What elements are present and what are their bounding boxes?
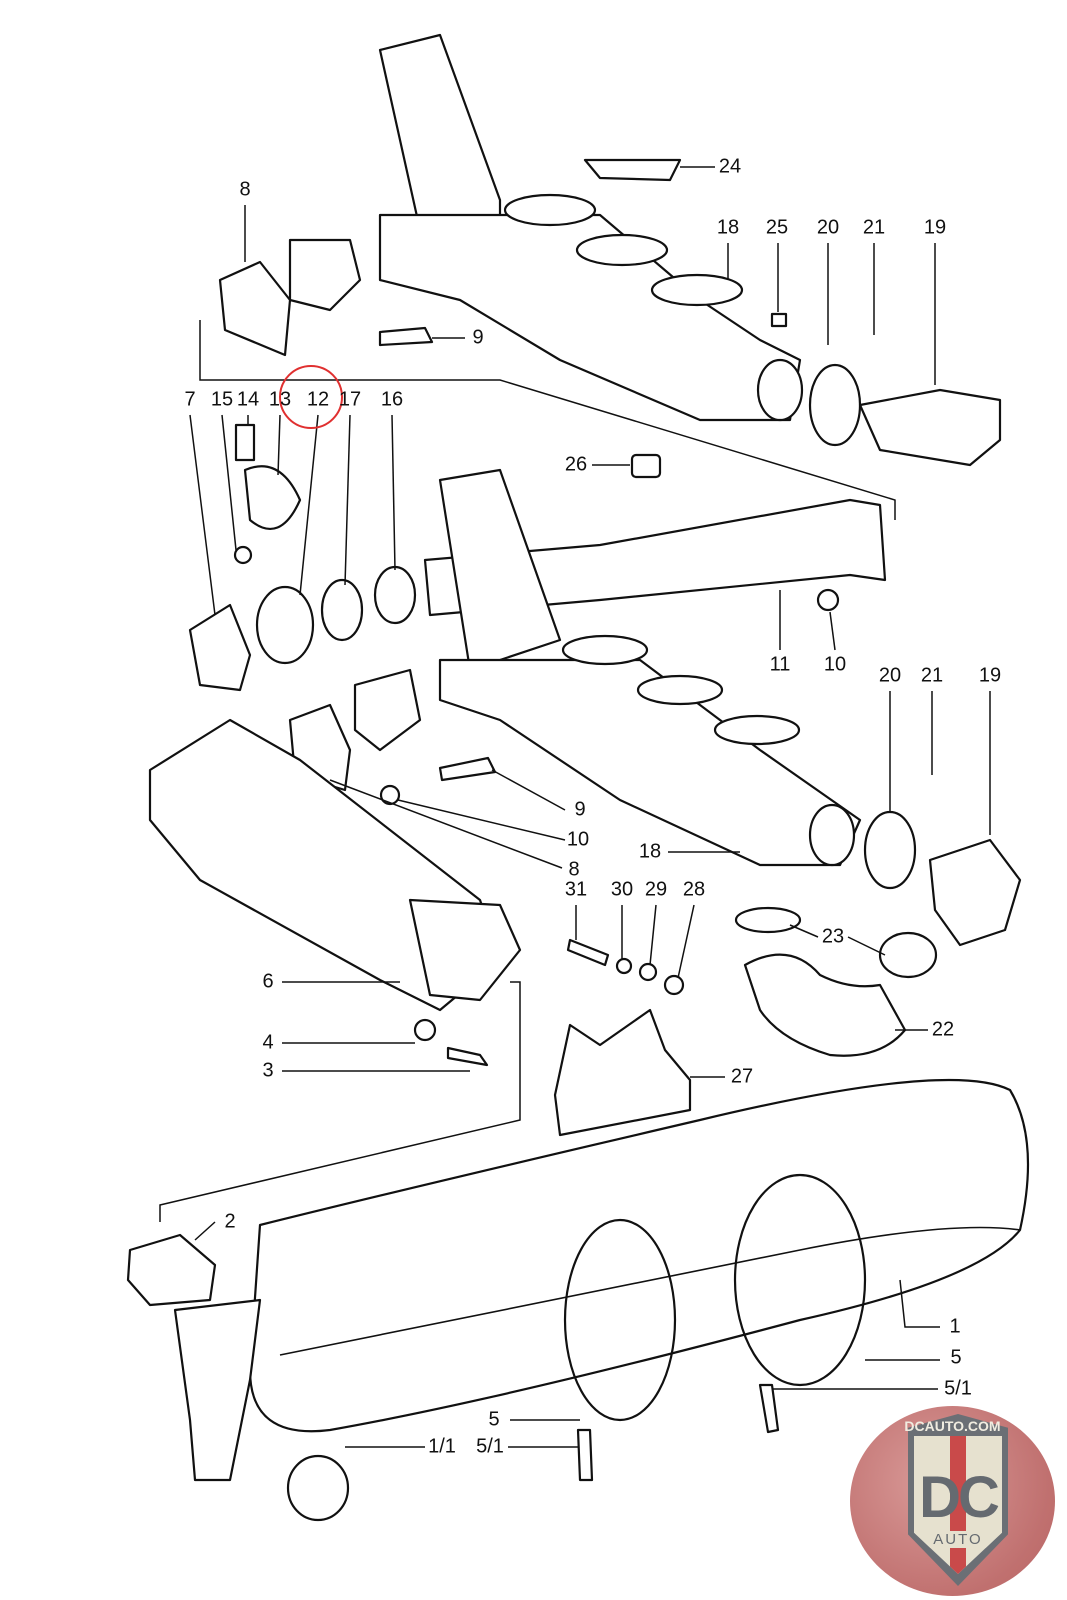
bracket-27 <box>553 1008 692 1137</box>
nut-15 <box>233 545 253 565</box>
gasket-2 <box>126 1233 217 1307</box>
gasket-7 <box>188 603 252 692</box>
seal-17 <box>320 578 364 642</box>
callout-28: 28 <box>683 878 705 900</box>
callout-5-1: 5/1 <box>944 1377 972 1399</box>
callout-16: 16 <box>381 388 403 410</box>
callout-31: 31 <box>565 878 587 900</box>
hose-clamp-23-top <box>734 906 802 934</box>
callout-7: 7 <box>184 388 195 410</box>
sleeve-1-1 <box>286 1454 350 1522</box>
callout-9: 9 <box>472 326 483 348</box>
bolt-14 <box>234 423 256 462</box>
nut-28 <box>663 974 685 996</box>
flange-6 <box>408 898 522 1002</box>
callout-5: 5 <box>950 1346 961 1368</box>
callout-20: 20 <box>879 664 901 686</box>
callout-5-1: 5/1 <box>476 1435 504 1457</box>
nut-10-mid <box>816 588 840 612</box>
spacer-26 <box>630 453 662 479</box>
muffler-1 <box>248 1078 1030 1433</box>
callout-6: 6 <box>262 970 273 992</box>
callout-18: 18 <box>639 840 661 862</box>
callout-22: 22 <box>932 1018 954 1040</box>
logo-url: DCAUTO.COM <box>904 1418 1001 1434</box>
logo-shield: DC AUTO <box>908 1414 1008 1586</box>
callout-25: 25 <box>766 216 788 238</box>
ring-16 <box>373 565 417 625</box>
callout-18: 18 <box>717 216 739 238</box>
washer-29 <box>638 962 658 982</box>
callout-30: 30 <box>611 878 633 900</box>
dcauto-watermark-logo: DC AUTO DCAUTO.COM <box>850 1406 1055 1596</box>
callout-1-1: 1/1 <box>428 1435 456 1457</box>
callout-9: 9 <box>574 798 585 820</box>
callout-21: 21 <box>921 664 943 686</box>
callout-5: 5 <box>488 1408 499 1430</box>
callout-19: 19 <box>924 216 946 238</box>
highlight-circle-12 <box>279 365 343 429</box>
callout-10: 10 <box>824 653 846 675</box>
callout-8: 8 <box>239 178 250 200</box>
heat-exchanger-upper <box>288 33 804 422</box>
leader-lines <box>159 166 991 1448</box>
clamp-20-lower <box>863 810 917 890</box>
callout-13: 13 <box>269 388 291 410</box>
callout-27: 27 <box>731 1065 753 1087</box>
bolt-5-1-left <box>576 1428 594 1482</box>
callout-23: 23 <box>822 925 844 947</box>
callout-29: 29 <box>645 878 667 900</box>
callout-11: 11 <box>770 653 791 675</box>
nut-10-lower <box>379 784 401 806</box>
bolt-9-upper <box>378 326 434 347</box>
callout-4: 4 <box>262 1031 273 1053</box>
callout-15: 15 <box>211 388 233 410</box>
callout-14: 14 <box>237 388 259 410</box>
heat-exchanger-lower <box>353 468 862 867</box>
nut-4 <box>413 1018 437 1042</box>
bolt-5-1-right <box>758 1383 780 1434</box>
callout-21: 21 <box>863 216 885 238</box>
gasket-8-upper <box>218 260 292 357</box>
callout-10: 10 <box>567 828 589 850</box>
elbow-19-upper <box>858 388 1002 467</box>
band-5-right <box>733 1173 867 1387</box>
bolt-9-lower <box>438 756 497 782</box>
callout-8: 8 <box>568 858 579 880</box>
callout-17: 17 <box>339 388 361 410</box>
clamp-20-upper <box>808 363 862 447</box>
callout-12: 12 <box>307 388 329 410</box>
elbow-19-lower <box>928 838 1022 947</box>
logo-brand: DC <box>919 1465 1000 1530</box>
hose-clamp-23-bottom <box>878 931 938 979</box>
hose-22 <box>743 953 907 1057</box>
clamp-13 <box>243 465 302 530</box>
callout-20: 20 <box>817 216 839 238</box>
callout-2: 2 <box>224 1210 235 1232</box>
callout-24: 24 <box>719 155 741 177</box>
tailpipe <box>173 1298 262 1482</box>
flange-12 <box>255 585 315 665</box>
callout-19: 19 <box>979 664 1001 686</box>
callout-3: 3 <box>262 1059 273 1081</box>
nut-25 <box>770 312 788 328</box>
callout-26: 26 <box>565 453 587 475</box>
bolt-31 <box>566 938 610 967</box>
band-5-left <box>563 1218 677 1422</box>
logo-sub: AUTO <box>914 1531 1002 1548</box>
bolt-3 <box>446 1046 489 1067</box>
washer-30 <box>615 957 633 975</box>
callout-1: 1 <box>949 1315 960 1337</box>
